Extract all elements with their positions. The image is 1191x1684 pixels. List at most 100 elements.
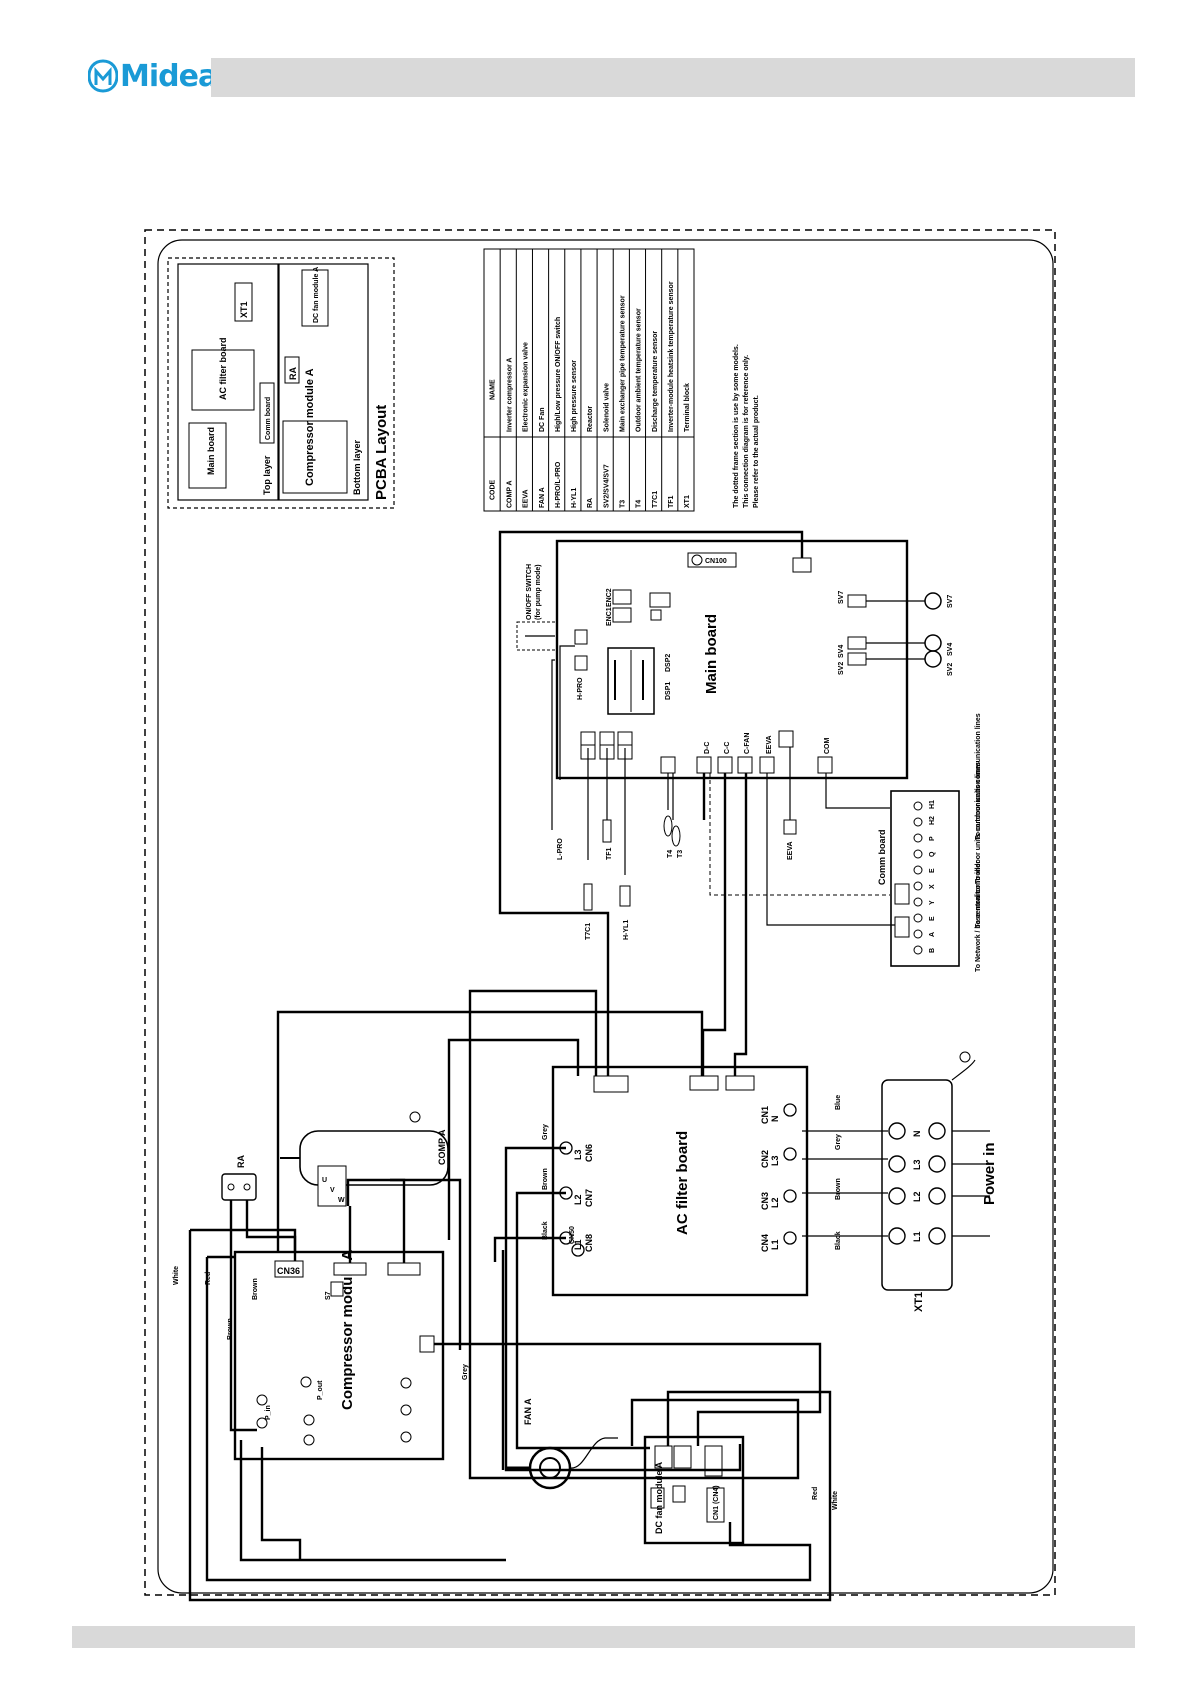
sv2-icon: [924, 650, 942, 668]
comm-terminal-label: B: [929, 948, 936, 953]
ac-inner-terminal-label: L2: [573, 1194, 583, 1205]
ac-cn-label: CN1: [760, 1106, 770, 1124]
comm-terminal-label: A: [929, 932, 936, 937]
wire-black-label: Black: [542, 1221, 549, 1240]
cn101-connector: [574, 629, 588, 645]
l-pro-label: L-PRO: [557, 838, 564, 860]
pcba-layout-title: PCBA Layout: [373, 405, 390, 500]
xt1-label: XT1: [913, 1292, 925, 1312]
t4-sensor: [663, 815, 673, 837]
logo-text: Midea: [120, 58, 218, 94]
cn20-connector: [696, 756, 712, 774]
cn36-label: CN36: [277, 1266, 300, 1276]
sv4-icon: [924, 634, 942, 652]
ac-terminal-icon: [783, 1189, 797, 1203]
comm-target-label: To central controller: [975, 861, 982, 928]
enc2-label: ENC2: [606, 588, 613, 607]
cc-label: C-C: [724, 742, 731, 754]
ac-inner-terminal-label: L3: [573, 1149, 583, 1160]
xt1-terminal-label: L2: [912, 1191, 922, 1202]
t3-sensor: [671, 825, 681, 847]
pcba-dc-fan-label: DC fan module A: [313, 267, 320, 323]
cm-cn18-connector: [333, 1262, 367, 1276]
on-off-switch-label: ON/OFF SWITCH: [526, 564, 533, 620]
comp-ground-icon: [409, 1111, 421, 1123]
wire-grey-label: Grey: [542, 1124, 549, 1140]
inner-frame: [157, 239, 1054, 1594]
sv2-board-label: SV2: [838, 662, 845, 675]
cn41-connector: [847, 652, 867, 666]
legend-row-name: Inverter compressor A: [506, 358, 513, 432]
reactor: RA: [221, 1155, 257, 1201]
eev-label: EEVA: [787, 841, 794, 860]
pcba-main-board: [188, 422, 227, 489]
legend-row-code: FAN A: [539, 487, 546, 508]
comm-terminal-screw-icon: [913, 801, 923, 811]
legend-row-name: Solenoid valve: [603, 383, 610, 432]
cn10-connector: [778, 730, 794, 748]
h-yl1-sensor: [619, 885, 631, 907]
sv7-icon: [924, 592, 942, 610]
on-off-switch: ON/OFF SWITCH (for pump mode): [516, 564, 558, 651]
sensors: L-PRO T7C1 TF1 H-YL1 T4 T3 EEVA H-PRO: [551, 645, 797, 940]
xt1-screw-icon: [888, 1122, 906, 1140]
legend-row-code: H-YL1: [571, 488, 578, 508]
legend-row-name: Reactor: [587, 406, 594, 432]
ac-cn44-connector: [593, 1075, 629, 1093]
fan-cn3-connector: [650, 1487, 665, 1509]
wire-grey-label-2: Grey: [462, 1364, 469, 1380]
comm-terminal-screw-icon: [913, 817, 923, 827]
main-board: Main board DSP1 DSP2 ENC1 ENC2 CN100 SV7…: [555, 539, 909, 780]
cn25-connector: [759, 756, 775, 774]
fan-motor-icon: [528, 1446, 572, 1490]
compressor: U V W COMP A: [280, 1111, 449, 1207]
compressor-module: Compressor module A CN36 S7 P_out P_in: [233, 1250, 445, 1461]
xt1-terminal-label: N: [912, 1131, 922, 1138]
ac-cn-label: CN2: [760, 1150, 770, 1168]
cn32-connector: [717, 756, 733, 774]
wire-black-label-2: Black: [835, 1231, 842, 1250]
xt1-ground-icon: [959, 1051, 971, 1063]
legend-row-code: COMP A: [506, 480, 513, 508]
comp-pin-v: V: [330, 1187, 335, 1194]
dsp1-label: DSP1: [665, 682, 672, 700]
xt1-screw-icon: [928, 1187, 946, 1205]
ac-filter-title: AC filter board: [674, 1131, 691, 1235]
legend-row-name: Inverter-module heatsink temperature sen…: [668, 281, 675, 432]
fan-s8-switch: [672, 1485, 686, 1503]
sv4-label: SV4: [947, 643, 954, 656]
comm-terminal-label: E: [929, 916, 936, 921]
cn50-label: CN50: [569, 1226, 576, 1244]
sv7-board-label: SV7: [838, 591, 845, 604]
pcba-main-board-label: Main board: [206, 427, 216, 475]
comm-target-label: To indoor units communication lines: [975, 762, 982, 884]
wire-red-label: Red: [205, 1272, 212, 1285]
ac-terminal-label: L2: [770, 1197, 780, 1208]
cn80-connector: [792, 557, 812, 573]
logo: Midea: [88, 54, 218, 98]
comm-terminal-screw-icon: [913, 945, 923, 955]
legend-header-name: NAME: [490, 379, 497, 400]
dsp2-label: DSP2: [665, 654, 672, 672]
legend-row-code: TF1: [668, 495, 675, 508]
fan-cn1-connector: [706, 1487, 725, 1523]
xt1-screw-icon: [928, 1227, 946, 1245]
fan-cn5-connector: [704, 1445, 723, 1477]
sv2-label: SV2: [947, 663, 954, 676]
comm-terminal-screw-icon: [913, 897, 923, 907]
ac-terminal-icon: [783, 1231, 797, 1245]
cn13-connector: [737, 756, 753, 774]
pcba-ac-filter-label: AC filter board: [218, 337, 228, 400]
ac-cn45-connector: [689, 1075, 719, 1091]
cm-cn23-connector: [419, 1335, 435, 1353]
comm-cn4-connector: [894, 916, 910, 938]
on-off-switch-note: (for pump mode): [535, 564, 542, 620]
sv7-label: SV7: [947, 595, 954, 608]
t3-label: T3: [677, 850, 684, 858]
comm-terminal-label: Y: [929, 900, 936, 905]
enc1-label: ENC1: [606, 607, 613, 626]
footer-bar: [72, 1626, 1135, 1648]
comm-terminal-screw-icon: [913, 849, 923, 859]
